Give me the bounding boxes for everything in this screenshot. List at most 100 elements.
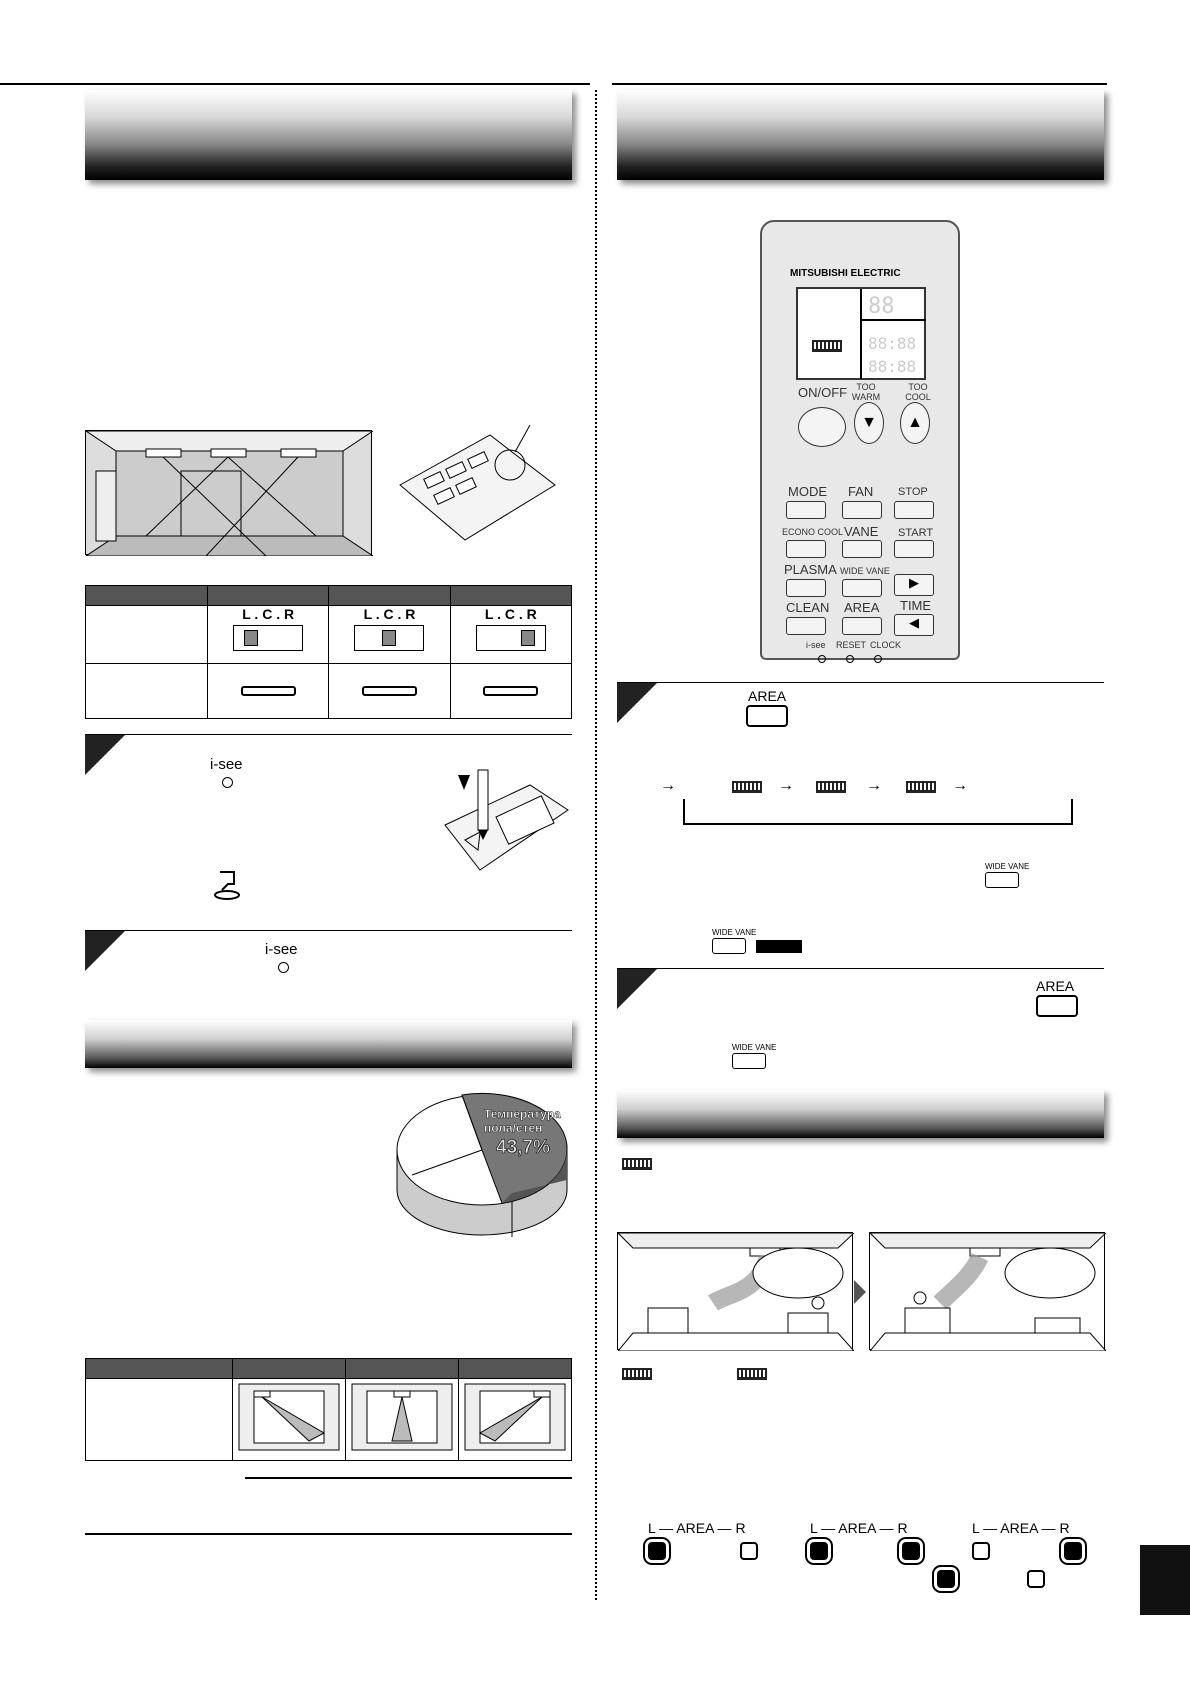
led-l: L xyxy=(810,1520,818,1536)
lcr-table: L . C . R L . C . R L . C . R xyxy=(85,585,573,719)
fan-button[interactable] xyxy=(842,501,882,519)
isee-label: i-see xyxy=(265,941,298,958)
vane-label: VANE xyxy=(844,524,879,539)
step-rule xyxy=(617,968,1104,969)
wide-vane-icon-1 xyxy=(985,872,1019,888)
timer-start-button[interactable] xyxy=(894,540,934,558)
room-scene-left xyxy=(616,1232,856,1352)
area-button[interactable] xyxy=(842,617,882,635)
led-r: R xyxy=(897,1520,908,1536)
step-marker xyxy=(617,969,657,1009)
right-header-band xyxy=(617,90,1104,180)
clock-hole[interactable] xyxy=(874,650,882,668)
led-blink-off xyxy=(1027,1570,1045,1588)
on-off-button[interactable] xyxy=(798,407,846,447)
time-label: TIME xyxy=(900,598,932,613)
bottom-rule-left xyxy=(85,1533,572,1535)
led-l: L xyxy=(972,1520,980,1536)
time-down-button[interactable]: ◀ xyxy=(894,614,934,636)
cycle-arrow-in: → xyxy=(660,777,676,794)
remote-control: MITSUBISHI ELECTRIC 88 88:88 88:88 ON/OF… xyxy=(760,220,960,663)
step-rule xyxy=(85,930,572,931)
led-area: AREA xyxy=(1000,1520,1038,1536)
lcr-label: L . C . R xyxy=(484,606,537,622)
led-right-off xyxy=(740,1542,758,1560)
led-right-on xyxy=(1064,1542,1082,1560)
mode-label: MODE xyxy=(788,484,827,499)
unit-icon xyxy=(361,686,417,696)
clock-label: CLOCK xyxy=(870,640,902,650)
stop-label: STOP xyxy=(898,486,928,498)
led-left-on xyxy=(810,1542,828,1560)
wide-vane-button[interactable] xyxy=(842,579,882,597)
area-fan-icon xyxy=(812,340,842,352)
right-header-band-2 xyxy=(617,1090,1104,1138)
on-off-label: ON/OFF xyxy=(798,385,848,400)
room-scene-right xyxy=(868,1232,1108,1352)
area-left-icon xyxy=(732,781,762,793)
unit-icon xyxy=(240,686,296,696)
lcr-label: L . C . R xyxy=(242,606,295,622)
area-label-remote: AREA xyxy=(844,600,880,615)
plasma-label: PLASMA xyxy=(784,562,837,577)
led-right-on xyxy=(902,1542,920,1560)
led-group-2: L — AREA — R xyxy=(810,1520,930,1560)
isee-sensor-icon xyxy=(212,868,242,900)
clean-label: CLEAN xyxy=(786,600,830,615)
pie-chart: Температура пола/стен 43,7% xyxy=(392,1085,572,1240)
area-right-icon xyxy=(906,781,936,793)
remote-switch-closeup xyxy=(395,424,560,545)
area-button-label-2: AREA xyxy=(1036,978,1075,994)
led-area: AREA xyxy=(838,1520,876,1536)
plasma-button[interactable] xyxy=(786,579,826,597)
sensor-direction-table xyxy=(85,1358,572,1461)
left-header-band-2 xyxy=(85,1020,572,1068)
wide-vane-label-1: WIDE VANE xyxy=(985,862,1030,871)
led-group-1: L — AREA — R xyxy=(648,1520,768,1560)
cycle-arrow: → xyxy=(778,777,794,794)
clean-button[interactable] xyxy=(786,617,826,635)
econo-cool-button[interactable] xyxy=(786,540,826,558)
area-fan-icon-2 xyxy=(622,1158,652,1170)
step-rule xyxy=(85,734,572,735)
pie-label: Температура пола/стен xyxy=(484,1107,561,1135)
cycle-arrow: → xyxy=(952,777,968,794)
too-cool-label: TOO COOL xyxy=(905,382,931,402)
wide-vane-label-2: WIDE VANE xyxy=(712,928,757,937)
area-center-icon xyxy=(816,781,846,793)
reset-label: RESET xyxy=(836,640,867,650)
area-button-icon xyxy=(746,705,788,727)
led-r: R xyxy=(1059,1520,1070,1536)
mode-button[interactable] xyxy=(786,501,826,519)
room-sensor-center xyxy=(351,1383,453,1451)
note-rule xyxy=(245,1477,572,1479)
led-blink-on xyxy=(937,1570,955,1588)
led-l: L xyxy=(648,1520,656,1536)
isee-hole[interactable] xyxy=(818,650,826,668)
led-area: AREA xyxy=(676,1520,714,1536)
led-left-off xyxy=(972,1542,990,1560)
wide-vane-label: WIDE VANE xyxy=(840,566,890,576)
pie-value: 43,7% xyxy=(496,1137,550,1159)
reset-hole[interactable] xyxy=(846,650,854,668)
temp-down-button[interactable]: ▼ xyxy=(854,402,884,444)
room-diagram xyxy=(84,430,375,557)
temp-up-button[interactable]: ▲ xyxy=(900,402,930,444)
step-marker xyxy=(85,735,125,775)
time-up-button[interactable]: ▶ xyxy=(894,574,934,596)
scene-arrow xyxy=(854,1280,866,1304)
timer-stop-button[interactable] xyxy=(894,501,934,519)
area-button-label: AREA xyxy=(748,688,787,704)
econo-cool-label: ECONO COOL xyxy=(782,527,844,537)
fan-label: FAN xyxy=(848,484,874,499)
switch-center xyxy=(354,625,425,651)
page-tab xyxy=(1140,1545,1190,1615)
area-fan-icon-4 xyxy=(737,1368,767,1380)
area-cycle-diagram xyxy=(683,785,1073,825)
left-header-band xyxy=(85,90,572,180)
wide-vane-label-3: WIDE VANE xyxy=(732,1043,777,1052)
wide-vane-icon-2 xyxy=(712,938,746,954)
vane-button[interactable] xyxy=(842,540,882,558)
switch-left xyxy=(233,625,304,651)
isee-label: i-see xyxy=(210,756,243,773)
